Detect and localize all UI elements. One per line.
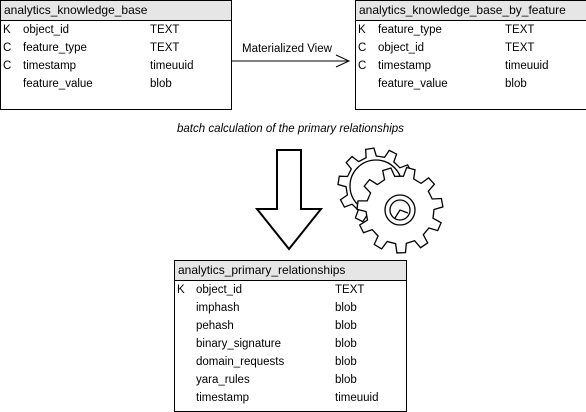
materialized-view-edge [231, 54, 351, 68]
field-name: pehash [196, 320, 234, 332]
field-type: TEXT [150, 24, 180, 36]
table-title: analytics_knowledge_base_by_feature [356, 1, 586, 21]
field-name: feature_type [23, 42, 87, 54]
field-type: blob [505, 78, 527, 90]
field-name: timestamp [196, 392, 250, 404]
field-name: object_id [378, 42, 425, 54]
field-type: blob [150, 78, 172, 90]
key-marker: C [3, 60, 12, 72]
table-row: imphash blob [175, 299, 406, 317]
field-type: timeuuid [150, 60, 194, 72]
table-row: domain_requests blob [175, 353, 406, 371]
field-type: blob [335, 302, 357, 314]
key-marker: K [177, 284, 185, 296]
key-marker: K [358, 24, 366, 36]
field-type: TEXT [150, 42, 180, 54]
field-type: TEXT [335, 284, 365, 296]
table-row: feature_value blob [356, 75, 586, 93]
table-row: feature_value blob [1, 75, 231, 93]
field-type: timeuuid [505, 60, 549, 72]
field-name: timestamp [378, 60, 432, 72]
key-marker: C [358, 60, 367, 72]
table-title: analytics_primary_relationships [175, 261, 406, 281]
table-row: timestamp timeuuid [175, 389, 406, 407]
field-name: feature_value [23, 78, 93, 90]
key-marker: C [358, 42, 367, 54]
down-arrow-icon [254, 149, 324, 251]
field-name: feature_type [378, 24, 442, 36]
field-type: blob [335, 374, 357, 386]
field-type: blob [335, 338, 357, 350]
field-name: feature_value [378, 78, 448, 90]
gears-icon [337, 147, 444, 254]
field-type: blob [335, 320, 357, 332]
field-name: timestamp [23, 60, 77, 72]
field-type: TEXT [505, 42, 535, 54]
table-row: binary_signature blob [175, 335, 406, 353]
field-name: binary_signature [196, 338, 282, 350]
table-row: pehash blob [175, 317, 406, 335]
process-label: batch calculation of the primary relatio… [177, 123, 404, 135]
field-type: timeuuid [335, 392, 379, 404]
field-name: imphash [196, 302, 240, 314]
field-name: domain_requests [196, 356, 285, 368]
field-name: yara_rules [196, 374, 250, 386]
field-name: object_id [196, 284, 243, 296]
field-type: TEXT [505, 24, 535, 36]
field-type: blob [335, 356, 357, 368]
key-marker: C [3, 42, 12, 54]
table-row: yara_rules blob [175, 371, 406, 389]
gear-notch [394, 209, 409, 219]
edge-label: Materialized View [242, 43, 332, 55]
table-title: analytics_knowledge_base [1, 1, 231, 21]
key-marker: K [3, 24, 11, 36]
field-name: object_id [23, 24, 70, 36]
